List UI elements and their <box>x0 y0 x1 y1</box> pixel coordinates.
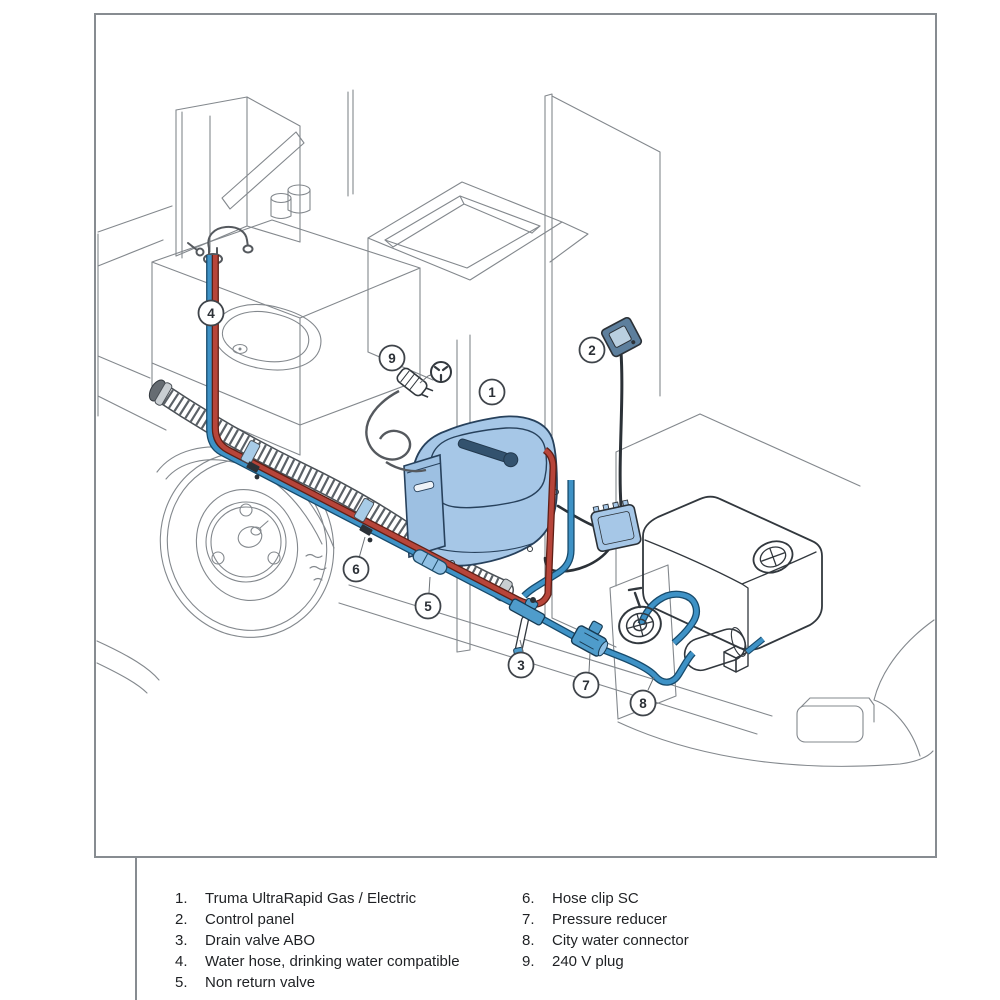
legend-item-text: Control panel <box>205 911 295 928</box>
control-panel <box>600 316 643 358</box>
callout-circle <box>342 555 370 583</box>
leader-lines <box>358 536 655 691</box>
callout-2: 2 <box>578 336 606 364</box>
legend-item-5: 5. Non return valve <box>175 972 460 993</box>
legend-item-number: 5. <box>175 974 188 991</box>
legend-item-text: Water hose, drinking water compatible <box>205 953 460 970</box>
hose-clip <box>240 440 261 465</box>
margin-rule <box>135 857 137 1000</box>
rear-structure <box>609 413 935 767</box>
power-plug <box>396 367 434 398</box>
legend-item-text: 240 V plug <box>552 953 624 970</box>
legend-item-text: Drain valve ABO <box>205 932 316 949</box>
pipe-stubs <box>270 184 311 220</box>
cable-clamp <box>246 461 260 473</box>
callout-number: 5 <box>424 599 432 614</box>
control-cable <box>618 350 624 508</box>
diagram-frame: 1 2 3 4 5 6 7 8 9 <box>94 13 937 858</box>
chassis-rail <box>338 602 758 735</box>
wheel <box>159 452 335 638</box>
callouts-layer: 1 2 3 4 5 6 7 8 9 <box>197 299 657 717</box>
callout-circle <box>572 671 600 699</box>
callout-8: 8 <box>629 689 657 717</box>
legend-item-number: 4. <box>175 953 188 970</box>
legend-item-text: Non return valve <box>205 974 316 991</box>
vent-panel <box>221 131 305 210</box>
callout-number: 4 <box>207 306 215 321</box>
callout-number: 3 <box>517 658 525 673</box>
legend-column-2: 6. Hose clip SC 7. Pressure reducer 8. City… <box>522 888 689 972</box>
callout-5: 5 <box>414 592 442 620</box>
legend-column-1: 1. Truma UltraRapid Gas / Electric 2. Cont… <box>175 888 460 993</box>
legend-item-number: 8. <box>522 932 535 949</box>
legend-item-number: 1. <box>175 890 188 907</box>
water-heater-unit <box>403 415 559 567</box>
legend-item-6: 6. Hose clip SC <box>522 888 689 909</box>
callout-7: 7 <box>572 671 600 699</box>
legend-item-text: Pressure reducer <box>552 911 668 928</box>
hose-clip <box>353 497 375 523</box>
legend-item-4: 4. Water hose, drinking water compatible <box>175 951 460 972</box>
step-box <box>796 697 875 743</box>
callout-number: 9 <box>388 351 396 366</box>
callout-number: 8 <box>639 696 647 711</box>
callout-number: 6 <box>352 562 360 577</box>
legend-item-number: 7. <box>522 911 535 928</box>
callout-4: 4 <box>197 299 225 327</box>
legend-item-1: 1. Truma UltraRapid Gas / Electric <box>175 888 460 909</box>
fittings <box>240 440 609 657</box>
drain-valve <box>508 597 546 657</box>
cable-clamp <box>359 524 373 536</box>
callout-circle <box>378 344 406 372</box>
callout-number: 7 <box>582 678 590 693</box>
sink-basin <box>213 304 322 371</box>
heater-lid-handle <box>457 438 519 468</box>
hose-end-fitting <box>148 379 173 406</box>
callout-number: 2 <box>588 343 596 358</box>
callout-circle <box>629 689 657 717</box>
connector-panel <box>609 564 677 720</box>
callout-circle <box>414 592 442 620</box>
junction-box <box>590 499 642 553</box>
legend-item-2: 2. Control panel <box>175 909 460 930</box>
wardrobe-cabinet <box>175 96 305 259</box>
legend-item-3: 3. Drain valve ABO <box>175 930 460 951</box>
legend-item-7: 7. Pressure reducer <box>522 909 689 930</box>
legend-item-text: Truma UltraRapid Gas / Electric <box>205 890 417 907</box>
tyre-marking <box>305 553 327 581</box>
callout-9: 9 <box>378 344 406 372</box>
power-cord <box>365 389 412 461</box>
installation-diagram: 1 2 3 4 5 6 7 8 9 <box>96 89 935 767</box>
legend-item-8: 8. City water connector <box>522 930 689 951</box>
callout-3: 3 <box>507 651 535 679</box>
legend-item-number: 6. <box>522 890 535 907</box>
city-water-connector <box>618 586 662 645</box>
pressure-reducer <box>570 620 609 657</box>
water-tank <box>642 495 823 651</box>
legend-item-9: 9. 240 V plug <box>522 951 689 972</box>
callout-6: 6 <box>342 555 370 583</box>
legend-item-text: Hose clip SC <box>552 890 639 907</box>
non-return-valve <box>412 549 448 575</box>
pump-filter <box>683 627 747 672</box>
plug-pin-icon <box>430 361 452 383</box>
callout-circle <box>478 378 506 406</box>
rear-wheel-arch <box>873 699 921 757</box>
wheel-hub <box>211 503 281 565</box>
legend-item-number: 2. <box>175 911 188 928</box>
callout-1: 1 <box>478 378 506 406</box>
filler-cap <box>752 540 794 574</box>
legend-item-number: 3. <box>175 932 188 949</box>
callout-circle <box>197 299 225 327</box>
legend-item-number: 9. <box>522 953 535 970</box>
callout-circle <box>507 651 535 679</box>
heater-cowl <box>403 453 446 559</box>
callout-circle <box>578 336 606 364</box>
callout-number: 1 <box>488 385 496 400</box>
chassis-rail <box>348 584 773 717</box>
power-plug-group <box>365 361 452 473</box>
legend-item-text: City water connector <box>552 932 689 949</box>
